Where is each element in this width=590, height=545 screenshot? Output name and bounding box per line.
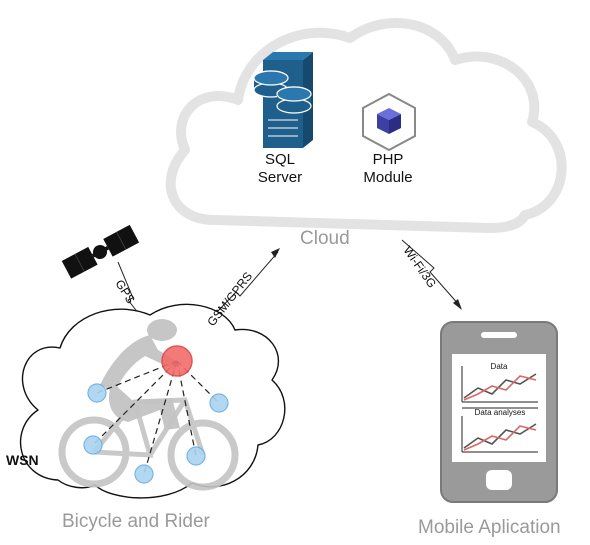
php-module-icon	[362, 92, 416, 152]
gsm-label: GSM/GPRS	[204, 269, 255, 329]
sql-label-line2: Server	[257, 169, 303, 186]
satellite-icon	[61, 224, 140, 279]
sensor-node	[87, 383, 107, 403]
phone-chart-1	[461, 366, 538, 403]
cloud-label: Cloud	[300, 228, 350, 249]
bicycle-rider-caption: Bicycle and Rider	[62, 511, 210, 532]
hub-node	[161, 345, 193, 377]
wsn-label: WSN	[6, 452, 39, 468]
sensor-node	[83, 435, 103, 455]
sensor-node	[134, 464, 154, 484]
sql-label-line1: SQL	[264, 151, 295, 168]
phone-chart-2	[461, 407, 538, 453]
php-label-line2: Module	[363, 169, 413, 186]
sql-server-label: SQL Server	[250, 151, 310, 187]
gps-label: GPS	[112, 277, 137, 306]
php-module-label: PHP Module	[355, 151, 421, 187]
chart2-title: Data analyses	[475, 408, 526, 417]
sql-server-icon	[253, 52, 313, 148]
gsm-link	[199, 248, 280, 331]
mobile-application-caption: Mobile Aplication	[418, 517, 561, 538]
chart1-title: Data	[491, 362, 508, 371]
sensor-nodes	[83, 383, 229, 484]
sensor-node	[209, 393, 229, 413]
wifi-link	[401, 239, 462, 310]
bicycle-silhouette	[58, 397, 239, 491]
sensor-node	[186, 446, 206, 466]
php-label-line1: PHP	[372, 151, 404, 168]
